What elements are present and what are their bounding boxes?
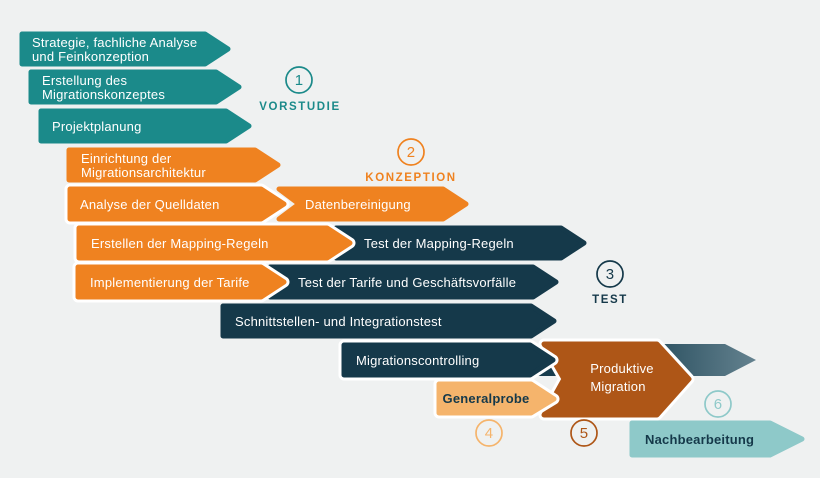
- arrow-nachbearbeitung: [629, 420, 805, 458]
- phase-5-marker: 5: [570, 419, 598, 447]
- arrow-datenbereinigung: [276, 186, 469, 222]
- arrow-migrationscontrolling: [341, 342, 556, 378]
- phase-1-marker: 1 VORSTUDIE: [259, 66, 341, 113]
- phase-1-label: VORSTUDIE: [259, 101, 341, 113]
- arrow-projektplanung-label: Projektplanung: [52, 119, 142, 134]
- arrow-erstellung-label-line1: Erstellung des: [42, 73, 127, 88]
- arrow-test-mapping-label: Test der Mapping-Regeln: [364, 236, 514, 251]
- phase-2-number: 2: [407, 144, 416, 161]
- arrow-erstellung: [28, 69, 242, 105]
- arrow-test-mapping: [333, 225, 587, 261]
- arrow-schnittstellen: [220, 303, 557, 339]
- phase-4-number: 4: [485, 425, 494, 442]
- arrow-erstellung-label-line2: Migrationskonzeptes: [42, 87, 165, 102]
- phase-6-circle: [704, 390, 732, 418]
- arrow-generalprobe-label: Generalprobe: [443, 391, 530, 406]
- arrow-generalprobe: [436, 381, 557, 416]
- arrow-implementierung: [75, 264, 287, 300]
- phase-2-marker: 2 KONZEPTION: [365, 138, 456, 184]
- arrow-einrichtung: [66, 147, 281, 183]
- phase-6-number: 6: [714, 396, 723, 413]
- arrow-erstellen-mapping-label: Erstellen der Mapping-Regeln: [91, 236, 269, 251]
- phase-3-circle: [596, 260, 624, 288]
- phase-3-label: TEST: [592, 294, 628, 306]
- arrow-test-tarife-label: Test der Tarife und Geschäftsvorfälle: [298, 275, 516, 290]
- arrow-projektplanung: [38, 108, 252, 144]
- phase-2-label: KONZEPTION: [365, 172, 456, 184]
- phase-2-circle: [397, 138, 425, 166]
- arrow-nachbearbeitung-label: Nachbearbeitung: [645, 432, 754, 447]
- phase-6-marker: 6: [704, 390, 732, 418]
- phase-1-number: 1: [295, 72, 304, 89]
- phase-1-circle: [285, 66, 313, 94]
- arrow-produktive-migration-label-line1: Produktive: [590, 361, 653, 376]
- phase-3-marker: 3 TEST: [592, 260, 628, 306]
- phase-5-circle: [570, 419, 598, 447]
- phase-4-circle: [475, 419, 503, 447]
- phase-5-number: 5: [580, 425, 589, 442]
- arrow-strategie-label-line1: Strategie, fachliche Analyse: [32, 35, 197, 50]
- arrow-analyse-quelldaten-label: Analyse der Quelldaten: [80, 197, 220, 212]
- phase-4-marker: 4: [475, 419, 503, 447]
- arrow-migrationscontrolling-label: Migrationscontrolling: [356, 353, 479, 368]
- arrow-erstellen-mapping: [76, 225, 353, 261]
- arrow-einrichtung-label-line2: Migrationsarchitektur: [81, 165, 206, 180]
- arrow-analyse-quelldaten: [67, 186, 287, 222]
- arrow-schnittstellen-label: Schnittstellen- und Integrationstest: [235, 314, 442, 329]
- arrow-produktive-migration-label-line2: Migration: [590, 379, 645, 394]
- arrow-implementierung-label: Implementierung der Tarife: [90, 275, 250, 290]
- arrow-datenbereinigung-label: Datenbereinigung: [305, 197, 411, 212]
- arrow-einrichtung-label-line1: Einrichtung der: [81, 151, 172, 166]
- arrow-produktive-migration: [541, 341, 692, 418]
- arrow-strategie: [19, 31, 231, 67]
- phase-3-number: 3: [606, 266, 615, 283]
- arrow-test-tarife: [267, 264, 559, 300]
- arrow-strategie-label-line2: und Feinkonzeption: [32, 49, 149, 64]
